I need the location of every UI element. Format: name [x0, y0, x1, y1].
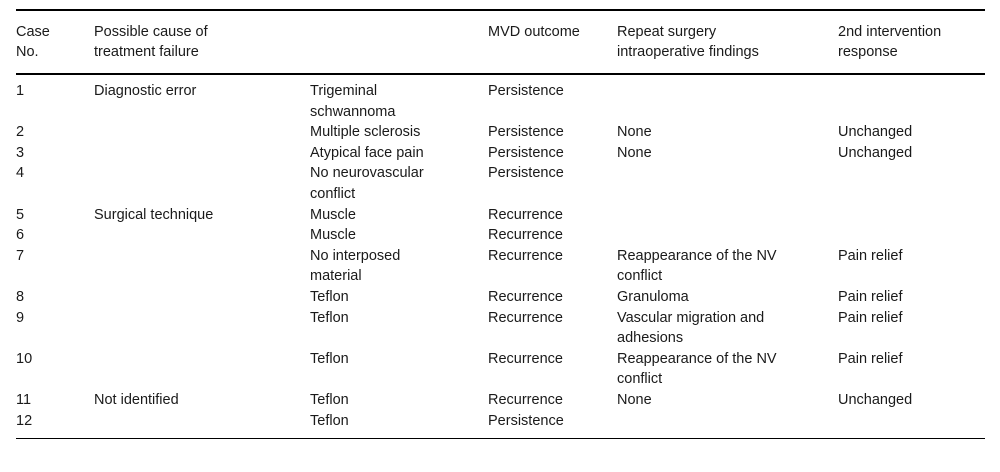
cell-response: Unchanged — [838, 124, 913, 141]
cell-detail: Teflon — [310, 410, 488, 440]
table-row: 9 Teflon Recurrence Vascular migration and … — [16, 308, 985, 349]
cell-mvd: Persistence — [488, 410, 617, 440]
cell-repeat — [617, 205, 838, 226]
cell-response — [838, 410, 985, 440]
cell-cause — [94, 225, 310, 246]
table-header: Case No. Possible cause of treatment fai… — [16, 9, 985, 75]
cell-repeat: Granuloma — [617, 288, 689, 305]
cell-cause: Diagnostic error — [94, 83, 197, 99]
cell-response: Pain relief — [838, 309, 903, 326]
cell-detail: Muscle — [310, 227, 356, 244]
column-header-repeat: Repeat surgery intraoperative findings — [617, 9, 838, 75]
cell-response — [838, 163, 985, 204]
cell-response: Pain relief — [838, 247, 903, 264]
cell-repeat: None — [617, 391, 652, 408]
cell-mvd: Recurrence — [488, 227, 563, 244]
cell-repeat — [617, 225, 838, 246]
table-row: 11 Not identified Teflon Recurrence None Unch… — [16, 390, 985, 411]
cell-cause: Not identified — [94, 391, 179, 408]
cell-mvd: Recurrence — [488, 391, 563, 408]
cell-response: Unchanged — [838, 144, 913, 161]
table-row: 7 No interposed material Recurrence Reappea… — [16, 246, 985, 287]
cell-case_no: 5 — [16, 206, 25, 223]
cell-case_no: 6 — [16, 227, 25, 244]
table-row: 4 No neurovascular conflict Persistence — [16, 163, 985, 204]
cell-detail: Trigeminal schwannoma — [310, 83, 396, 120]
cell-mvd: Recurrence — [488, 206, 563, 223]
case-outcomes-table: Case No. Possible cause of treatment fai… — [16, 9, 985, 440]
cell-case_no: 12 — [16, 410, 94, 440]
cell-detail: Atypical face pain — [310, 144, 424, 161]
cell-response: Unchanged — [838, 391, 913, 408]
cell-cause — [94, 163, 310, 204]
cell-detail: No interposed material — [310, 247, 401, 285]
table-row: 6 Muscle Recurrence — [16, 225, 985, 246]
cell-response — [838, 205, 985, 226]
cell-detail: Teflon — [310, 391, 349, 408]
cell-case_no: 10 — [16, 350, 33, 367]
cell-cause — [94, 122, 310, 143]
column-header-detail — [310, 9, 488, 75]
cell-detail: Multiple sclerosis — [310, 124, 421, 141]
cell-detail: Teflon — [310, 350, 349, 367]
cell-detail: No neurovascular conflict — [310, 165, 424, 202]
cell-case_no: 4 — [16, 165, 25, 182]
cell-cause — [94, 410, 310, 440]
cell-mvd: Recurrence — [488, 309, 563, 326]
cell-response — [838, 225, 985, 246]
cell-repeat: Vascular migration and adhesions — [617, 309, 765, 347]
cell-case_no: 8 — [16, 288, 25, 305]
cell-mvd: Persistence — [488, 124, 564, 141]
cell-case_no: 11 — [16, 391, 32, 408]
cell-case_no: 2 — [16, 124, 25, 141]
cell-case_no: 1 — [16, 83, 25, 99]
cell-cause — [94, 349, 310, 390]
cell-detail: Muscle — [310, 206, 356, 223]
cell-cause — [94, 246, 310, 287]
cell-repeat — [617, 74, 838, 122]
column-header-mvd: MVD outcome — [488, 9, 617, 75]
cell-repeat — [617, 410, 838, 440]
cell-mvd: Persistence — [488, 83, 564, 99]
cell-cause: Surgical technique — [94, 206, 214, 223]
header-row: Case No. Possible cause of treatment fai… — [16, 9, 985, 75]
cell-repeat — [617, 163, 838, 204]
cell-response — [838, 74, 985, 122]
cell-mvd: Persistence — [488, 144, 564, 161]
table-row: 2 Multiple sclerosis Persistence None Unchan… — [16, 122, 985, 143]
column-header-cause: Possible cause of treatment failure — [94, 9, 310, 75]
cell-case_no: 3 — [16, 144, 25, 161]
cell-mvd: Persistence — [488, 165, 564, 182]
cell-mvd: Recurrence — [488, 247, 563, 264]
cell-case_no: 7 — [16, 247, 25, 264]
cell-mvd: Recurrence — [488, 288, 563, 305]
cell-repeat: None — [617, 144, 652, 161]
cell-cause — [94, 143, 310, 164]
table-row: 3 Atypical face pain Persistence None Unchan… — [16, 143, 985, 164]
cell-detail: Teflon — [310, 288, 349, 305]
cell-repeat: None — [617, 124, 652, 141]
cell-repeat: Reappearance of the NV conflict — [617, 247, 777, 285]
table-row: 10 Teflon Recurrence Reappearance of the NV… — [16, 349, 985, 390]
cell-response: Pain relief — [838, 288, 903, 305]
table-row: 8 Teflon Recurrence Granuloma Pain relief — [16, 287, 985, 308]
cell-case_no: 9 — [16, 309, 25, 326]
cell-response: Pain relief — [838, 350, 903, 367]
cell-repeat: Reappearance of the NV conflict — [617, 350, 777, 388]
cell-detail: Teflon — [310, 309, 349, 326]
column-header-response: 2nd intervention response — [838, 9, 985, 75]
column-header-case-no: Case No. — [16, 9, 94, 75]
cell-mvd: Recurrence — [488, 350, 563, 367]
table-row: 1 Diagnostic error Trigeminal schwannoma Pe… — [16, 74, 985, 122]
cell-cause — [94, 308, 310, 349]
cell-cause — [94, 287, 310, 308]
table-row: 5 Surgical technique Muscle Recurrence — [16, 205, 985, 226]
